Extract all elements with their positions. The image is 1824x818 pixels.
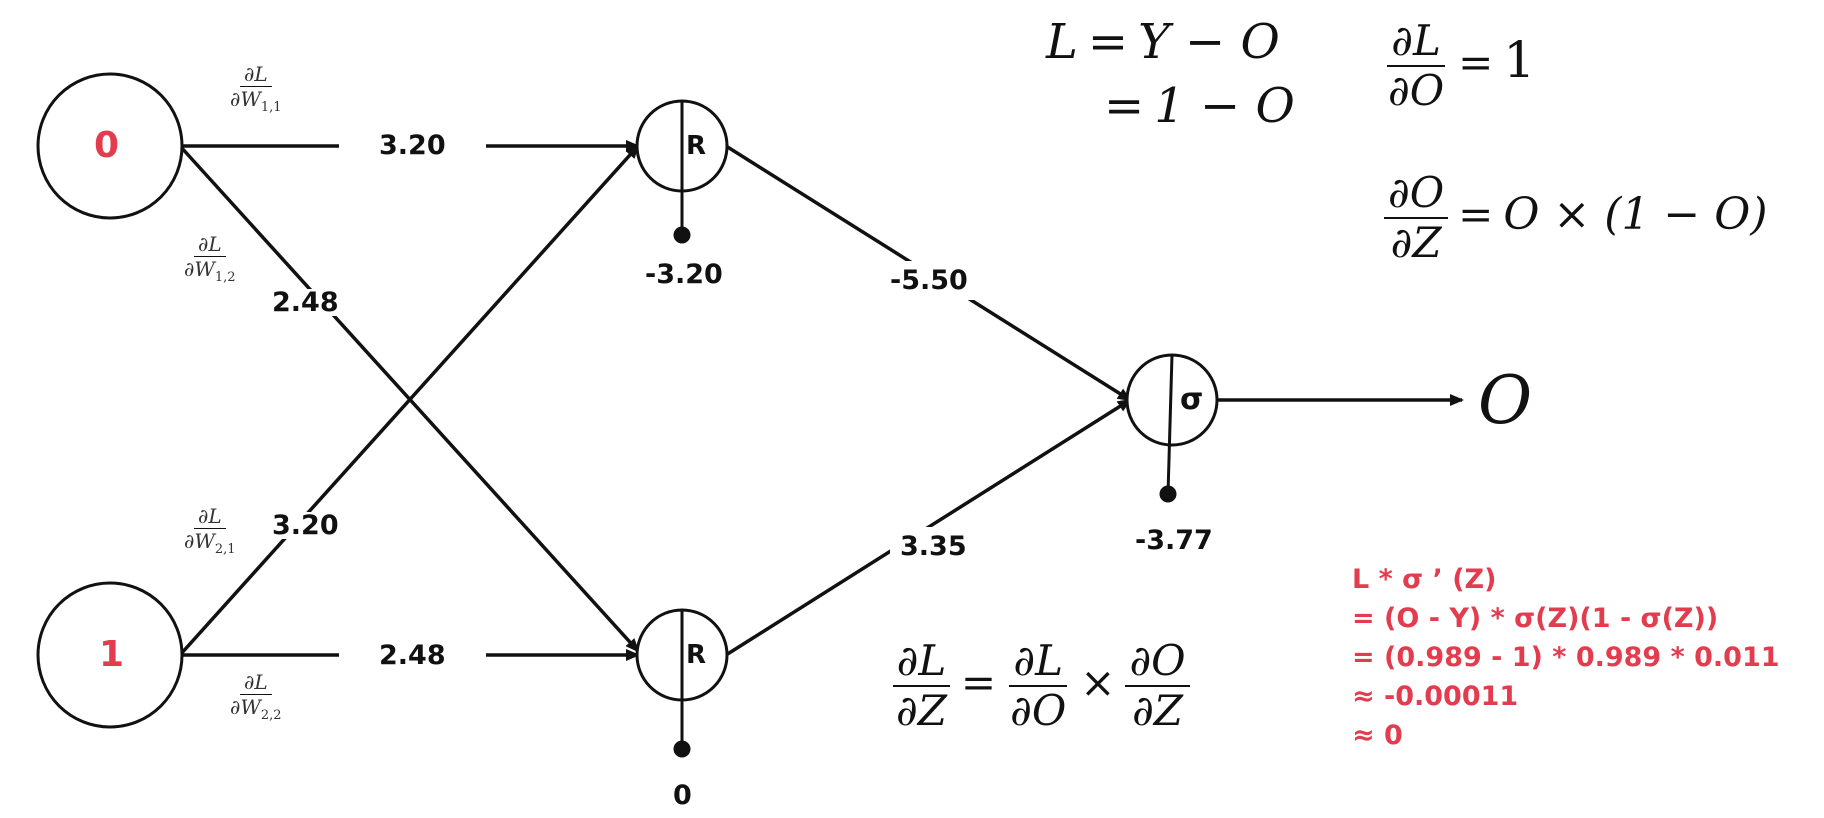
input-node-1 — [36, 581, 184, 729]
weight-w11: 3.20 — [339, 132, 486, 159]
input-value-0: 0 — [94, 125, 120, 166]
equation-chain-rule: ∂L∂Z=∂L∂O×∂O∂Z — [892, 640, 1190, 732]
grad-label-w12: ∂L∂W1,2 — [184, 232, 236, 285]
hidden-2-symbol: R — [686, 640, 707, 670]
derivation-line-2: = (O - Y) * σ(Z)(1 - σ(Z)) — [1352, 603, 1719, 634]
derivation-line-4: ≈ -0.00011 — [1352, 681, 1519, 712]
grad-label-w22: ∂L∂W2,2 — [230, 670, 282, 723]
input-value-1: 1 — [99, 634, 125, 675]
output-label: O — [1478, 362, 1533, 439]
weight-w21: 3.20 — [266, 512, 345, 539]
edge-w21 — [178, 144, 640, 657]
weight-h1-out: -5.50 — [880, 261, 978, 300]
output-symbol: σ — [1180, 382, 1204, 417]
loss-equation-line1: L=Y − O — [1046, 14, 1280, 70]
equation-dO-dZ: ∂O∂Z=O × (1 − O) — [1384, 172, 1768, 264]
hidden-1-bias: -3.20 — [639, 261, 729, 288]
weight-h2-out: 3.35 — [890, 527, 977, 566]
hidden-1-symbol: R — [686, 131, 707, 161]
hidden-2-bias: 0 — [667, 782, 698, 809]
grad-label-w11: ∂L∂W1,1 — [230, 62, 282, 115]
loss-equation-line2: =1 − O — [1104, 78, 1295, 134]
derivation-line-1: L * σ ’ (Z) — [1352, 564, 1497, 595]
weight-w22: 2.48 — [339, 642, 486, 669]
equation-dL-dO: ∂L∂O=1 — [1387, 16, 1536, 115]
input-node-0 — [36, 72, 184, 220]
weight-w12: 2.48 — [266, 289, 345, 316]
output-bias: -3.77 — [1129, 527, 1219, 554]
grad-label-w21: ∂L∂W2,1 — [184, 504, 236, 557]
derivation-line-3: = (0.989 - 1) * 0.989 * 0.011 — [1352, 642, 1780, 673]
derivation-line-5: ≈ 0 — [1352, 720, 1403, 751]
